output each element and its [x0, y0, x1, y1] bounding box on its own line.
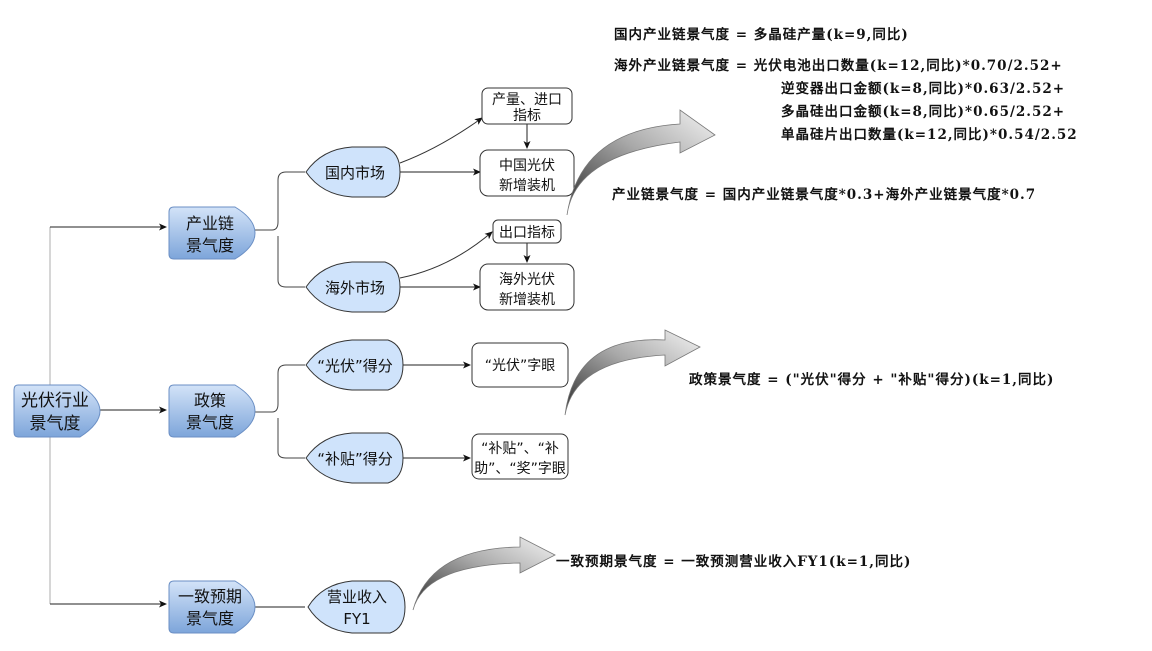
- chain-label-line1: 产业链: [186, 214, 234, 233]
- policy-label-line1: 政策: [194, 391, 226, 410]
- formula-consensus: 一致预期景气度 = 一致预测营业收入FY1(k=1,同比): [556, 554, 912, 570]
- node-china-install[interactable]: 中国光伏 新增装机: [479, 149, 575, 197]
- root-label-line1: 光伏行业: [21, 391, 89, 411]
- brace-chain-domestic: [255, 171, 305, 231]
- overseas-market-label: 海外市场: [325, 279, 385, 297]
- node-pv-keyword[interactable]: “光伏”字眼: [471, 342, 569, 388]
- formula-overseas-chain-line2: 逆变器出口金额(k=8,同比)*0.63/2.52+: [781, 81, 1066, 97]
- node-domestic-market[interactable]: 国内市场: [305, 146, 401, 198]
- node-consensus[interactable]: 一致预期 景气度: [168, 580, 256, 634]
- domestic-indicator-line2: 指标: [513, 108, 541, 124]
- brace-policy-subsidy: [277, 418, 305, 459]
- export-indicator-label: 出口指标: [499, 225, 555, 241]
- revenue-label-line1: 营业收入: [327, 588, 387, 606]
- chain-label-line2: 景气度: [186, 236, 234, 255]
- subsidy-score-label: “补贴”得分: [317, 450, 393, 468]
- node-pv-score[interactable]: “光伏”得分: [305, 339, 404, 391]
- pv-keyword-label: “光伏”字眼: [485, 358, 556, 374]
- curved-arrow-icon: [564, 329, 701, 416]
- consensus-label-line2: 景气度: [186, 609, 234, 628]
- node-chain[interactable]: 产业链 景气度: [168, 206, 256, 260]
- formula-chain: 产业链景气度 = 国内产业链景气度*0.3+海外产业链景气度*0.7: [612, 187, 1037, 203]
- curved-arrow-icon: [566, 109, 716, 216]
- brace-chain-overseas: [277, 236, 305, 288]
- node-revenue[interactable]: 营业收入 FY1: [307, 580, 406, 634]
- revenue-label-line2: FY1: [343, 610, 370, 628]
- curved-arrow-consensus: [412, 536, 556, 611]
- overseas-install-line2: 新增装机: [499, 292, 555, 308]
- consensus-label-line1: 一致预期: [178, 587, 242, 606]
- subsidy-keyword-line2: 助”、“奖”字眼: [474, 460, 566, 477]
- node-subsidy-score[interactable]: “补贴”得分: [305, 432, 404, 484]
- formula-overseas-chain-line1: 海外产业链景气度 = 光伏电池出口数量(k=12,同比)*0.70/2.52+: [614, 58, 1063, 74]
- brace-policy-pv: [255, 364, 305, 413]
- formula-policy: 政策景气度 = ("光伏"得分 + "补贴"得分)(k=1,同比): [689, 372, 1055, 388]
- formula-overseas-chain-line3: 多晶硅出口金额(k=8,同比)*0.65/2.52+: [781, 104, 1066, 120]
- brace-connectors: [255, 171, 305, 608]
- node-overseas-install[interactable]: 海外光伏 新增装机: [479, 263, 575, 311]
- connector-domestic-indicator: [399, 117, 483, 164]
- domestic-market-label: 国内市场: [325, 164, 385, 182]
- policy-label-line2: 景气度: [186, 413, 234, 432]
- domestic-indicator-line1: 产量、进口: [492, 92, 562, 108]
- connector-overseas-export: [399, 231, 493, 279]
- node-subsidy-keyword[interactable]: “补贴”、“补 助”、“奖”字眼: [471, 433, 569, 480]
- node-domestic-indicator[interactable]: 产量、进口 指标: [481, 87, 573, 125]
- curved-arrow-chain: [566, 109, 716, 216]
- formula-overseas-chain-line4: 单晶硅片出口数量(k=12,同比)*0.54/2.52: [781, 127, 1078, 143]
- curved-arrow-policy: [564, 329, 701, 416]
- root-node[interactable]: 光伏行业 景气度: [13, 384, 101, 438]
- formula-domestic-chain: 国内产业链景气度 = 多晶硅产量(k=9,同比): [614, 27, 909, 43]
- overseas-install-line1: 海外光伏: [499, 272, 555, 288]
- node-policy[interactable]: 政策 景气度: [168, 384, 256, 438]
- root-label-line2: 景气度: [30, 414, 81, 434]
- node-overseas-market[interactable]: 海外市场: [305, 261, 401, 313]
- leaf-connectors: [399, 117, 531, 462]
- china-install-line1: 中国光伏: [499, 158, 555, 174]
- node-export-indicator[interactable]: 出口指标: [492, 219, 562, 244]
- pv-score-label: “光伏”得分: [317, 357, 393, 375]
- subsidy-keyword-line1: “补贴”、“补: [481, 441, 559, 457]
- curved-arrow-icon: [412, 536, 556, 611]
- china-install-line2: 新增装机: [499, 178, 555, 194]
